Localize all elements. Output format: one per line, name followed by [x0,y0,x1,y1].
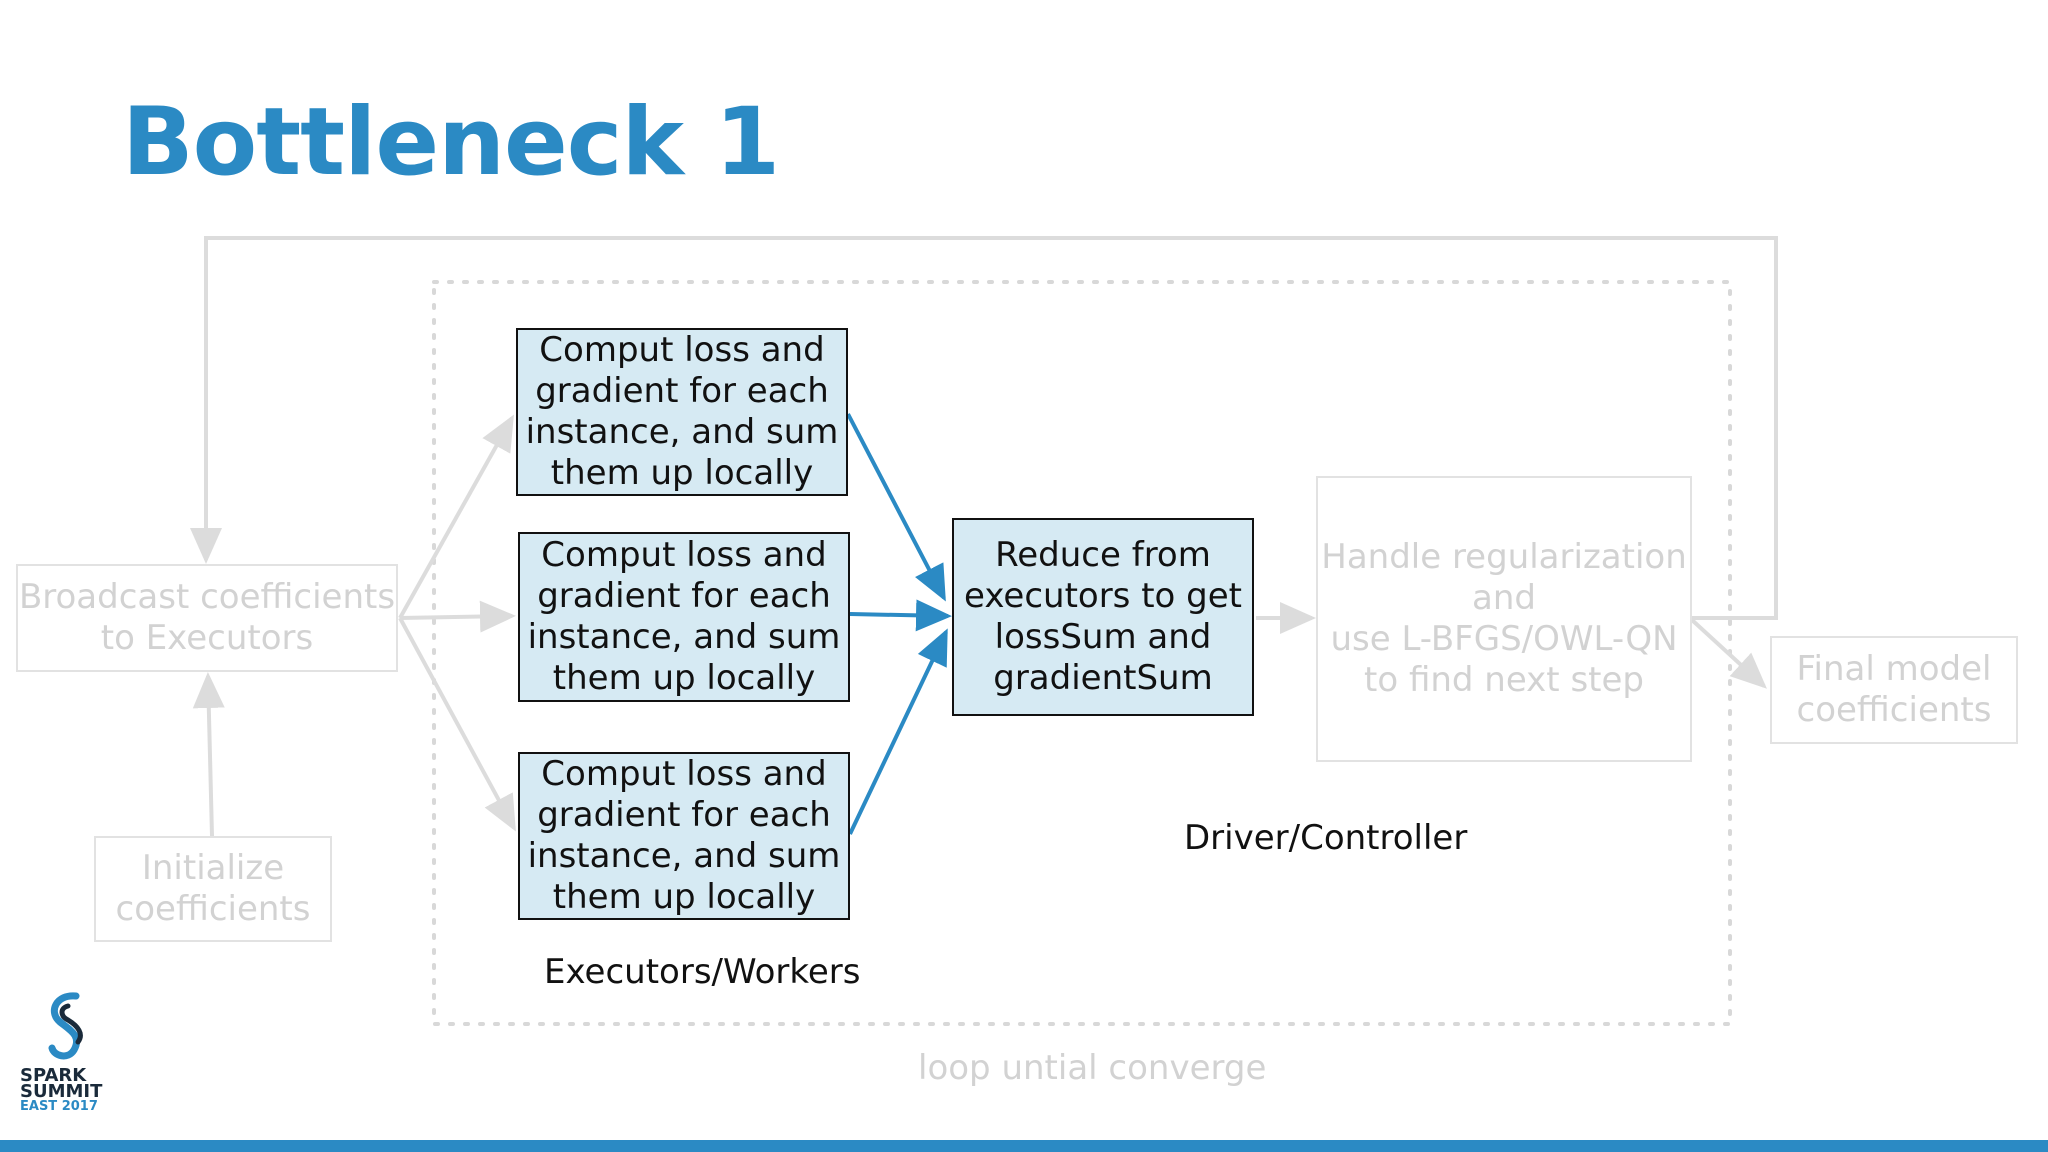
worker-3-to-reduce-arrow [848,628,948,835]
worker-box-2-text: Comput loss and gradient for each instan… [527,535,841,698]
worker-box-2: Comput loss and gradient for each instan… [518,532,850,702]
logo-line-1: SPARK [20,1065,87,1086]
reduce-box: Reduce from executors to get lossSum and… [952,518,1254,716]
broadcast-to-worker-1-arrow [398,414,514,619]
broadcast-coefficients-text: Broadcast coefficients to Executors [18,577,396,658]
worker-1-to-reduce-arrow [846,413,946,602]
slide-title: Bottleneck 1 [122,88,780,197]
worker-box-3: Comput loss and gradient for each instan… [518,752,850,920]
spark-summit-logo: SPARK SUMMIT EAST 2017 [14,990,134,1114]
executors-workers-label: Executors/Workers [544,952,861,992]
final-coefficients-text: Final model coefficients [1796,649,1992,730]
worker-box-1: Comput loss and gradient for each instan… [516,328,848,496]
logo-line-3: EAST 2017 [20,1099,98,1114]
initialize-coefficients-text: Initialize coefficients [115,848,311,929]
worker-box-3-text: Comput loss and gradient for each instan… [527,754,841,917]
worker-box-1-text: Comput loss and gradient for each instan… [525,330,839,493]
final-coefficients-box: Final model coefficients [1770,636,2018,744]
worker-2-to-reduce-arrow [849,599,952,632]
bottom-accent-bar [0,1140,2048,1152]
regularization-box: Handle regularization and use L-BFGS/OWL… [1316,476,1692,762]
broadcast-coefficients-box: Broadcast coefficients to Executors [16,564,398,672]
regularization-text: Handle regularization and use L-BFGS/OWL… [1321,537,1687,700]
regularization-to-final-arrow [1690,618,1767,689]
initialize-coefficients-box: Initialize coefficients [94,836,332,942]
loop-until-converge-label: loop untial converge [918,1048,1267,1088]
broadcast-to-worker-3-arrow [398,617,516,832]
loop-back-arrow [190,236,1778,620]
broadcast-to-worker-2-arrow [399,600,516,633]
driver-controller-label: Driver/Controller [1184,818,1468,858]
initialize-to-broadcast-arrow [192,672,225,837]
spark-summit-logo-icon [48,992,83,1060]
logo-line-2: SUMMIT [20,1081,103,1102]
reduce-text: Reduce from executors to get lossSum and… [964,535,1242,698]
